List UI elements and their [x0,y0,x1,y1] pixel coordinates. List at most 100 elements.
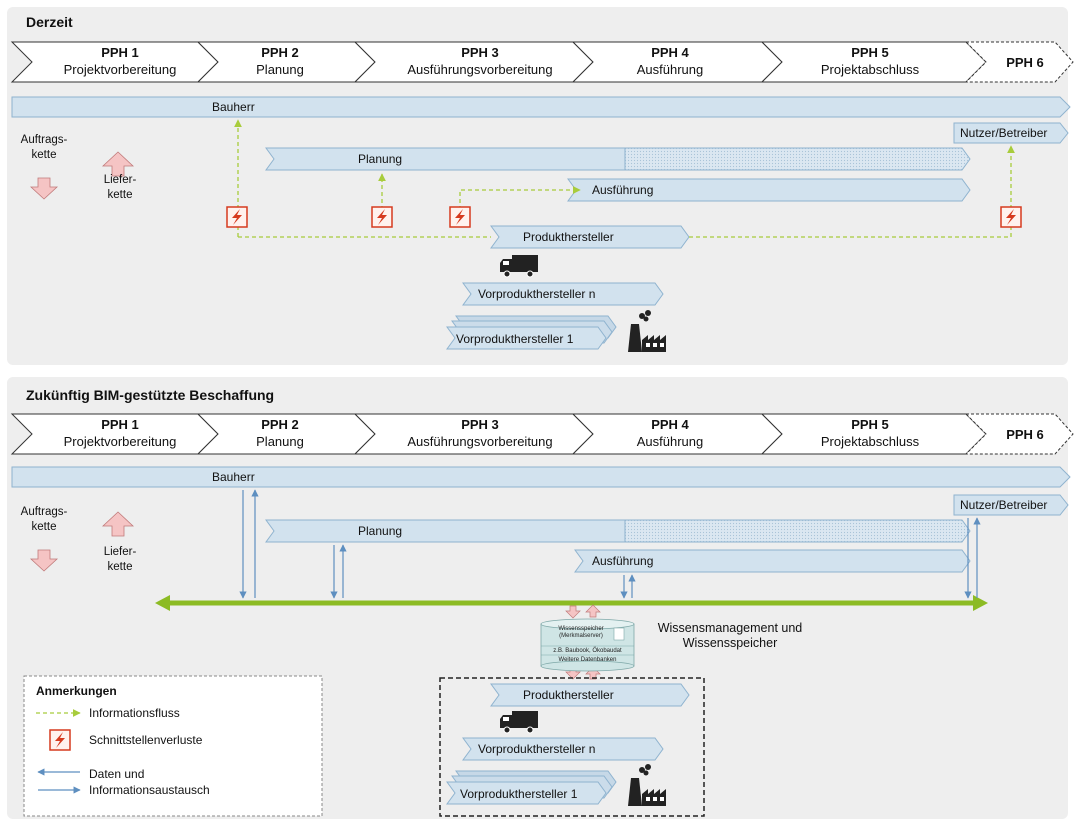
label-supplier-1: Vorprodukthersteller 1 [456,332,574,346]
database-icon [540,618,635,672]
phase-1-name: Projektvorbereitung [63,434,177,449]
order-chain-down-arrow-icon [29,177,59,200]
phase-3-name: Ausführungsvorbereitung [407,62,553,77]
order-chain-down-arrow-icon [29,549,59,572]
label-knowledge: Wissensmanagement und Wissensspeicher [645,621,815,651]
factory-icon [628,764,666,806]
label-supply-chain: Liefer- kette [90,173,150,203]
truck-icon [500,255,538,278]
label-manufacturer: Produkthersteller [523,688,614,702]
legend-info-flow: Informationsfluss [89,706,180,720]
phase-2-name: Planung [256,62,304,77]
bar-planning-ext [624,519,971,543]
db-layer-3: Weitere Datenbanken [558,657,617,663]
phase-1-number: PPH 1 [101,417,139,432]
phase-5-number: PPH 5 [851,45,889,60]
label-order-chain-line2: kette [31,521,57,533]
label-execution: Ausführung [592,183,654,197]
label-supply-chain-line1: Liefer- [103,174,137,186]
phase-4-number: PPH 4 [651,45,689,60]
lightning-icon [1000,206,1022,228]
bar-supplier-n [462,737,664,761]
truck-icon [500,711,538,734]
lightning-icon [371,206,393,228]
bar-manufacturer [490,683,690,707]
legend-title: Anmerkungen [36,684,117,698]
phase-arrows-current [10,41,1074,83]
label-order-chain-line1: Auftrags- [20,134,68,146]
phase-3-number: PPH 3 [461,417,499,432]
phase-1-number: PPH 1 [101,45,139,60]
label-supplier-1: Vorprodukthersteller 1 [460,787,578,801]
bar-execution [574,549,971,573]
db-layer-2: z.B. Baubook, Ökobaudat [553,648,622,654]
label-order-chain: Auftrags- kette [14,133,74,163]
label-order-chain-line1: Auftrags- [20,506,68,518]
phase-2-name: Planung [256,434,304,449]
knowledge-bus-right-head [973,595,988,611]
bar-manufacturer [490,225,690,249]
label-order-chain-line2: kette [31,149,57,161]
lightning-icon [449,206,471,228]
label-knowledge-line2: Wissensspeicher [682,636,778,650]
label-planning: Planung [358,152,403,166]
phase-2-number: PPH 2 [261,45,299,60]
order-chain-up-arrow-icon [101,151,135,177]
db-layer-1: Wissensspeicher [558,626,604,632]
label-order-chain: Auftrags- kette [14,505,74,535]
order-chain-up-arrow-icon [101,511,135,537]
phase-1-name: Projektvorbereitung [63,62,177,77]
phase-3-name: Ausführungsvorbereitung [407,434,553,449]
phase-2-number: PPH 2 [261,417,299,432]
legend-interface-loss: Schnittstellenverluste [89,733,203,747]
label-manufacturer: Produkthersteller [523,230,614,244]
bar-planning [265,147,626,171]
phase-arrow-6 [964,41,1074,83]
label-supplier-n: Vorprodukthersteller n [478,742,596,756]
label-client: Bauherr [212,470,255,484]
lightning-icon [49,729,71,751]
label-knowledge-line1: Wissensmanagement und [657,621,803,635]
bar-operator [953,494,1069,516]
bar-supplier-1 [446,781,607,805]
bar-supplier-1 [446,326,607,350]
knowledge-bus-left-head [155,595,170,611]
phase-4-name: Ausführung [636,434,704,449]
bar-client [11,96,1071,118]
section-title-future: Zukünftig BIM-gestützte Beschaffung [26,387,275,403]
phase-4-number: PPH 4 [651,417,689,432]
phase-5-name: Projektabschluss [820,434,920,449]
bar-supplier-n [462,282,664,306]
label-supply-chain: Liefer- kette [90,545,150,575]
label-execution: Ausführung [592,554,654,568]
bar-client [11,466,1071,488]
bar-planning-ext [624,147,971,171]
phase-5-number: PPH 5 [851,417,889,432]
phase-6-number: PPH 6 [1006,427,1044,442]
label-operator: Nutzer/Betreiber [960,126,1048,140]
label-operator: Nutzer/Betreiber [960,498,1048,512]
bar-operator [953,122,1069,144]
label-supplier-n: Vorprodukthersteller n [478,287,596,301]
label-client: Bauherr [212,100,255,114]
db-layer-1b: (Merkmalserver) [559,633,603,639]
phase-3-number: PPH 3 [461,45,499,60]
data-exchange-arrows [239,489,981,599]
label-supply-chain-line1: Liefer- [103,546,137,558]
phase-5-name: Projektabschluss [820,62,920,77]
label-planning: Planung [358,524,403,538]
section-title-current: Derzeit [26,14,73,30]
phase-4-name: Ausführung [636,62,704,77]
legend-data-exchange-line2: Informationsaustausch [89,783,210,797]
legend-data-exchange-line1: Daten und [89,767,145,781]
phase-6-number: PPH 6 [1006,55,1044,70]
phase-arrows-future [10,413,1074,455]
legend-data-exchange: Daten und Informationsaustausch [89,766,210,798]
label-supply-chain-line2: kette [107,189,133,201]
phase-arrow-6 [964,413,1074,455]
factory-icon [628,310,666,352]
lightning-icon [226,206,248,228]
manufacturer-box [439,677,705,817]
